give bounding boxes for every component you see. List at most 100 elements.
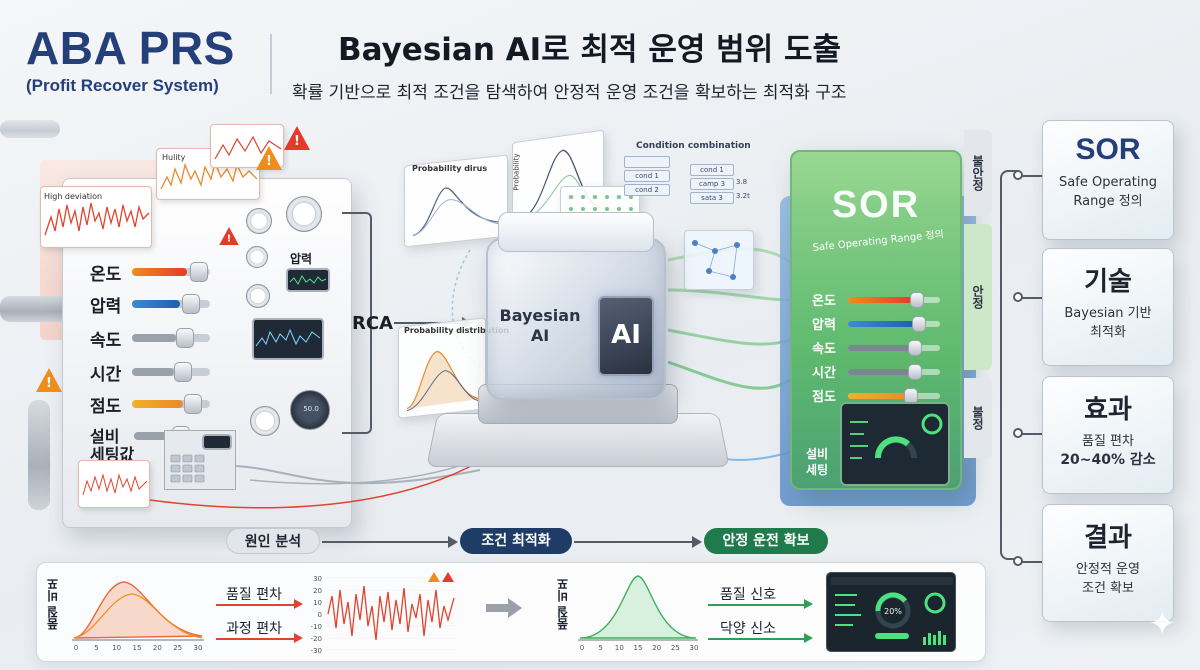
time-slider[interactable]	[132, 362, 210, 382]
info-card-title: SOR	[1075, 133, 1141, 166]
gauge-icon	[246, 246, 268, 268]
tick-label: 15	[133, 644, 142, 652]
tick-label: 10	[313, 599, 322, 607]
keypad-panel[interactable]	[164, 430, 236, 490]
flow-step-optimization: 조건 최적화	[460, 528, 572, 554]
page-subtitle: 확률 기반으로 최적 조건을 탐색하여 안정적 운영 조건을 확보하는 최적화 …	[292, 83, 847, 103]
zone-tab-unstable: 불안정	[964, 130, 992, 216]
info-card-line: Safe Operating	[1059, 175, 1157, 190]
condition-cell: camp 3	[690, 178, 734, 190]
info-card-line: 안정적 운영	[1076, 562, 1140, 577]
reduced-noise-label: 닥양 신소	[720, 621, 776, 637]
result-dashboard-device: 20%	[826, 572, 956, 652]
noise-sparkline	[82, 473, 148, 496]
sor-param-label: 압력	[812, 318, 836, 333]
pipe-vertical	[28, 400, 50, 510]
sor-setting-device	[840, 402, 950, 486]
sor-device-label: 설비 세팅	[806, 447, 829, 477]
speed-slider[interactable]	[132, 328, 210, 348]
info-card-line: Range 정의	[1073, 194, 1143, 209]
info-card-line: 20~40% 감소	[1060, 452, 1156, 468]
info-card-technology: 기술 Bayesian 기반 최적화	[1042, 248, 1174, 366]
noise-chart-card	[78, 460, 150, 508]
pressure-slider[interactable]	[132, 294, 210, 314]
tick-label: -20	[311, 635, 322, 643]
probability-distribution-label: Probability distribution	[404, 326, 510, 335]
dial-knob[interactable]: 50.0	[290, 390, 330, 430]
trend-sparkline	[214, 135, 282, 160]
metric-arrowhead	[294, 633, 303, 643]
metric-arrowhead	[804, 599, 813, 609]
small-display	[202, 434, 232, 450]
viscosity-slider[interactable]	[132, 394, 210, 414]
tick-label: 20	[153, 644, 162, 652]
metric-arrow	[216, 638, 296, 640]
temperature-slider[interactable]	[132, 262, 210, 282]
metric-arrowhead	[294, 599, 303, 609]
sor-temperature-slider[interactable]	[848, 292, 940, 308]
condition-cell: cond 1	[624, 170, 670, 182]
sor-row-viscosity: 점도	[812, 384, 952, 406]
warning-icon: !	[256, 146, 282, 170]
dashboard-readout: 20%	[884, 607, 902, 616]
pressure-display	[286, 268, 330, 292]
hulity-label: Hulity	[162, 153, 186, 162]
tick-label: 20	[313, 587, 322, 595]
sor-time-slider[interactable]	[848, 364, 940, 380]
condition-cell: cond 2	[624, 184, 670, 196]
param-row-pressure: 압력	[90, 288, 240, 318]
slider-knob[interactable]	[174, 362, 192, 382]
pipe-horizontal	[0, 296, 70, 322]
metric-arrow	[708, 604, 806, 606]
param-row-temperature: 온도	[90, 256, 240, 286]
brand-title: ABA PRS	[26, 22, 235, 74]
slider-knob[interactable]	[910, 292, 924, 308]
scatter-network-card	[684, 230, 754, 290]
bracket-connector	[1022, 561, 1042, 563]
tick-label: 0	[318, 611, 322, 619]
slider-knob[interactable]	[184, 394, 202, 414]
info-bracket	[1000, 170, 1018, 560]
slider-knob[interactable]	[908, 364, 922, 380]
ai-chip-icon	[598, 296, 654, 376]
after-axis-label: 품질 비포	[556, 578, 570, 631]
process-deviation-label: 과정 편차	[226, 621, 282, 637]
sor-title: SOR	[831, 184, 921, 226]
condition-value: 3.8	[736, 178, 748, 186]
tick-label: -10	[311, 623, 322, 631]
slider-knob[interactable]	[912, 316, 926, 332]
result-dashboard: 20%	[831, 577, 953, 645]
slider-knob[interactable]	[908, 340, 922, 356]
warning-icon-left: !	[36, 368, 62, 392]
slider-knob[interactable]	[182, 294, 200, 314]
transition-arrow-icon	[484, 596, 524, 620]
sor-param-label: 온도	[812, 294, 836, 309]
info-card-title: 효과	[1084, 395, 1132, 425]
info-card-line: Bayesian 기반	[1064, 306, 1152, 321]
metric-arrow	[708, 638, 806, 640]
tick-label: 25	[671, 644, 680, 652]
slider-knob[interactable]	[190, 262, 208, 282]
slider-knob[interactable]	[176, 328, 194, 348]
zone-tab-unstable-lower: 불정	[964, 378, 992, 458]
bracket-connector	[1022, 175, 1042, 177]
tick-label: 15	[634, 644, 643, 652]
info-card-line: 품질 편차	[1082, 434, 1134, 449]
sor-param-label: 시간	[812, 366, 836, 381]
keypad-grid	[170, 454, 205, 483]
sor-pressure-slider[interactable]	[848, 316, 940, 332]
scatter-network	[692, 240, 740, 280]
sor-viscosity-slider[interactable]	[848, 388, 940, 404]
header-divider	[270, 34, 272, 94]
monitor-waveform	[255, 328, 321, 347]
sor-row-temperature: 온도	[812, 288, 952, 310]
tick-label: 30	[194, 644, 203, 652]
flow-step-root-cause: 원인 분석	[226, 528, 320, 554]
flow-arrowhead	[448, 536, 458, 548]
info-card-title: 결과	[1084, 523, 1132, 553]
sor-speed-slider[interactable]	[848, 340, 940, 356]
